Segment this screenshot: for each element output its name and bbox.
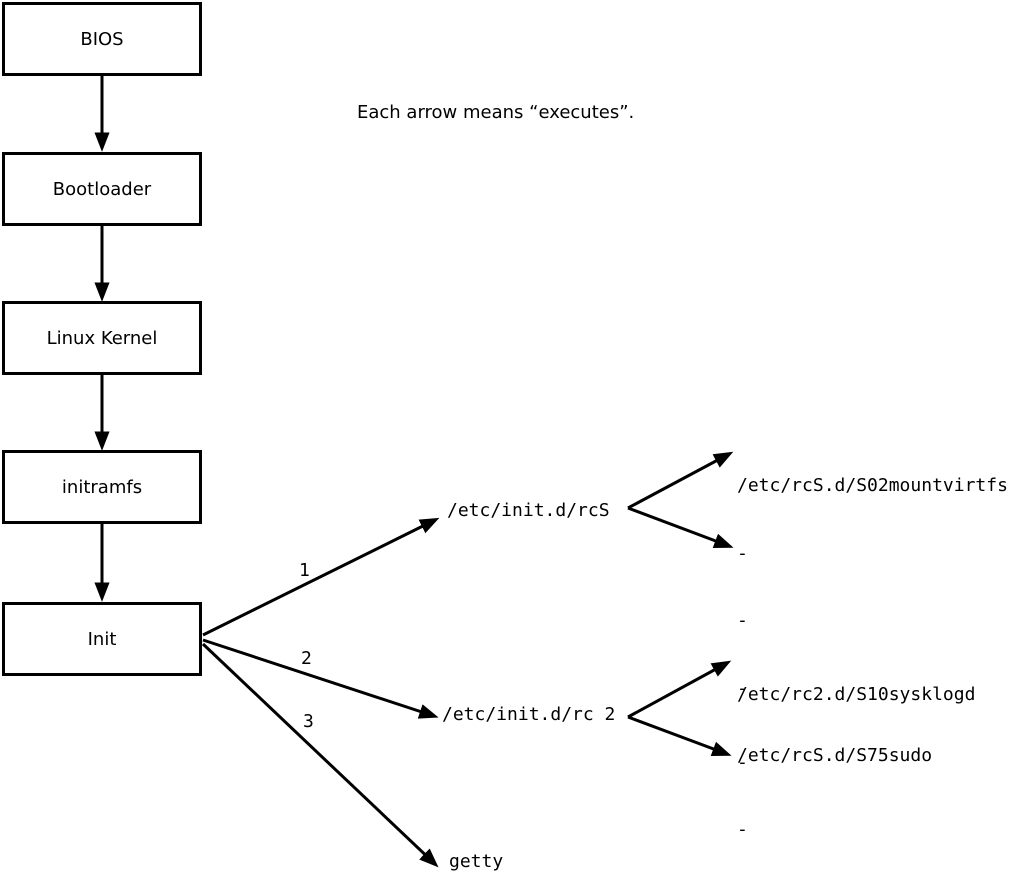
rcs-script-item: /etc/rcS.d/S75sudo xyxy=(737,745,933,766)
target-rc2-label: /etc/init.d/rc 2 xyxy=(442,704,616,725)
rcs-script-item: /etc/rcS.d/S02mountvirtfs xyxy=(737,475,1008,496)
arrow-rcs-to-s75sudo xyxy=(627,506,734,548)
node-bootloader: Bootloader xyxy=(2,152,202,226)
arrow-rc2-to-s10sysklogd xyxy=(627,660,732,719)
node-init: Init xyxy=(2,602,202,676)
rc2-script-ellipsis: - xyxy=(737,819,748,840)
edge-label-1: 1 xyxy=(299,560,310,581)
arrow-init-to-getty xyxy=(201,642,439,868)
node-linux-kernel: Linux Kernel xyxy=(2,301,202,375)
arrow-init-to-rcs xyxy=(202,517,440,637)
node-initramfs-label: initramfs xyxy=(61,476,143,498)
node-init-label: Init xyxy=(87,628,117,650)
rcs-script-ellipsis: - xyxy=(737,677,748,699)
edge-label-3: 3 xyxy=(303,711,314,732)
rc2-script-ellipsis: - xyxy=(737,751,748,773)
rcs-script-list: /etc/rcS.d/S02mountvirtfs - - - /etc/rcS… xyxy=(737,431,1008,811)
node-bios: BIOS xyxy=(2,2,202,76)
arrow-rcs-to-s02mountvirtfs xyxy=(627,451,734,510)
node-bootloader-label: Bootloader xyxy=(52,178,152,200)
rcs-script-ellipsis: - xyxy=(737,542,748,564)
rc2-script-list: /etc/rc2.d/S10sysklogd - - - /etc/rc2.d/… xyxy=(737,640,975,875)
arrow-rc2-to-s99gdm xyxy=(627,715,732,757)
rcs-script-ellipsis: - xyxy=(737,610,748,631)
node-linux-kernel-label: Linux Kernel xyxy=(46,327,158,349)
target-getty-label: getty xyxy=(449,851,504,872)
arrow-init-to-rc2 xyxy=(202,638,439,719)
node-initramfs: initramfs xyxy=(2,450,202,524)
target-rcs-label: /etc/init.d/rcS xyxy=(447,500,610,521)
caption: Each arrow means “executes”. xyxy=(357,102,635,123)
edge-label-2: 2 xyxy=(301,648,312,669)
rc2-script-item: /etc/rc2.d/S10sysklogd xyxy=(737,684,976,705)
node-bios-label: BIOS xyxy=(80,28,124,50)
